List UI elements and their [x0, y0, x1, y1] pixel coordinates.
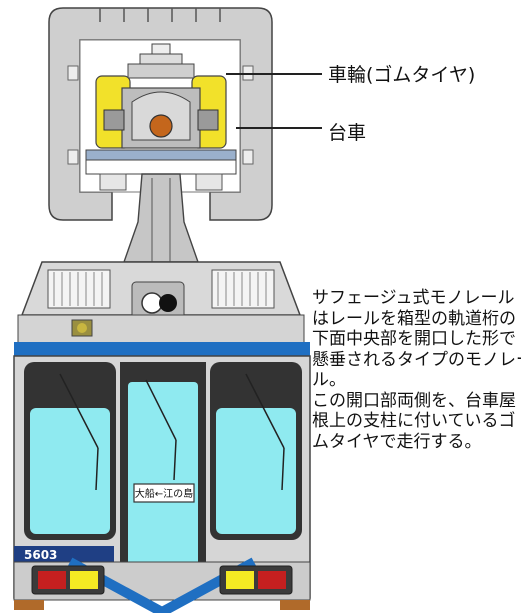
car-number: 5603: [24, 548, 57, 562]
car-body: 大船←江の島 5603: [13, 261, 311, 613]
description-paragraph-1: サフェージュ式モノレール はレールを箱型の軌道桁の 下面中央部を開口した形で 懸…: [312, 288, 521, 390]
wheel-rubber-tire-label: 車輪(ゴムタイヤ): [328, 64, 476, 86]
description-text: サフェージュ式モノレール はレールを箱型の軌道桁の 下面中央部を開口した形で 懸…: [312, 288, 521, 608]
description-paragraph-2: この開口部両側を、台車屋 根上の支柱に付いているゴ ムタイヤで走行する。: [312, 390, 516, 452]
suspension-hanger: [123, 173, 199, 263]
bogie-label: 台車: [328, 122, 367, 144]
wheel-leader-line: [226, 73, 322, 75]
bogie-leader-line: [236, 127, 322, 129]
destination-sign-text: 大船←江の島: [135, 487, 193, 500]
bogie-assembly: [85, 43, 237, 191]
